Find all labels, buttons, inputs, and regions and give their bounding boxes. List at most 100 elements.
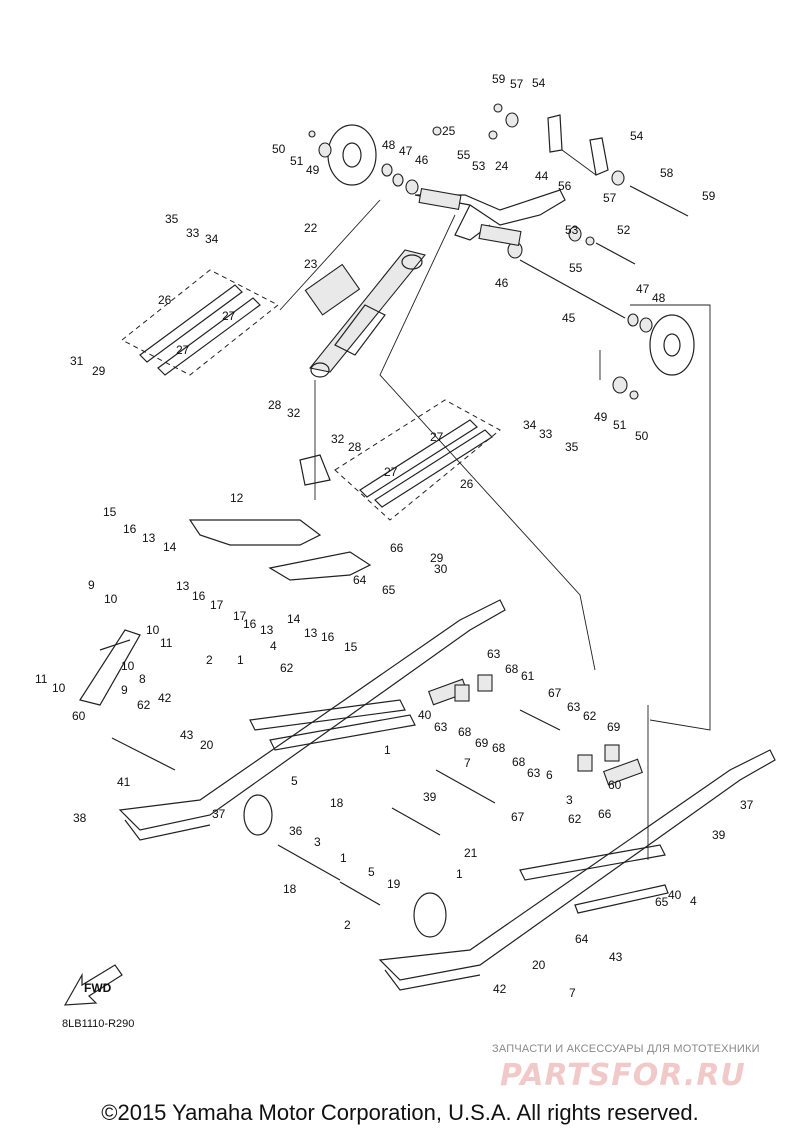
link-plates-right bbox=[334, 399, 501, 521]
callout: 57 bbox=[510, 77, 524, 91]
callout: 23 bbox=[304, 257, 318, 271]
watermark-logo: PARTSFOR.RU bbox=[500, 1058, 746, 1093]
callout: 38 bbox=[73, 811, 87, 825]
callout: 13 bbox=[176, 579, 190, 593]
callout: 60 bbox=[608, 778, 622, 792]
callout: 48 bbox=[652, 291, 666, 305]
callout: 62 bbox=[137, 698, 151, 712]
callout: 17 bbox=[210, 598, 224, 612]
callout: 66 bbox=[390, 541, 404, 555]
callout: 4 bbox=[270, 639, 277, 653]
callout: 62 bbox=[280, 661, 294, 675]
pivot-arm bbox=[188, 519, 372, 581]
callout: 1 bbox=[456, 867, 463, 881]
callout: 63 bbox=[487, 647, 501, 661]
callout: 67 bbox=[511, 810, 525, 824]
callout: 68 bbox=[505, 662, 519, 676]
callout: 40 bbox=[668, 888, 682, 902]
callout: 39 bbox=[712, 828, 726, 842]
callout: 69 bbox=[607, 720, 621, 734]
callout: 32 bbox=[331, 432, 345, 446]
callout: 3 bbox=[566, 793, 573, 807]
callout: 57 bbox=[603, 191, 617, 205]
callout: 49 bbox=[306, 163, 320, 177]
callout: 33 bbox=[539, 427, 553, 441]
callout: 15 bbox=[103, 505, 117, 519]
callout: 11 bbox=[160, 636, 173, 650]
callout: 65 bbox=[655, 895, 669, 909]
callout: 55 bbox=[457, 148, 471, 162]
callout: 64 bbox=[575, 932, 589, 946]
callout: 13 bbox=[304, 626, 318, 640]
callout: 65 bbox=[382, 583, 396, 597]
slide-rail-right bbox=[378, 749, 776, 991]
callout: 68 bbox=[512, 755, 526, 769]
callout: 7 bbox=[464, 756, 471, 770]
callout: 50 bbox=[635, 429, 649, 443]
callout: 1 bbox=[384, 743, 391, 757]
callout: 28 bbox=[348, 440, 362, 454]
callout: 10 bbox=[121, 659, 135, 673]
callout: 10 bbox=[146, 623, 160, 637]
callout: 9 bbox=[121, 683, 128, 697]
callout: 68 bbox=[492, 741, 506, 755]
callout: 36 bbox=[289, 824, 303, 838]
callout: 25 bbox=[442, 124, 456, 138]
callout: 55 bbox=[569, 261, 583, 275]
callout: 5 bbox=[368, 865, 375, 879]
callout: 34 bbox=[205, 232, 219, 246]
callout: 28 bbox=[268, 398, 282, 412]
callout: 42 bbox=[158, 691, 172, 705]
callout: 17 bbox=[233, 609, 247, 623]
link-plates-left bbox=[121, 269, 279, 376]
callout: 61 bbox=[521, 669, 535, 683]
front-arm bbox=[79, 629, 141, 706]
callout: 59 bbox=[702, 189, 716, 203]
callout: 62 bbox=[568, 812, 582, 826]
callout: 60 bbox=[72, 709, 86, 723]
wear-plates bbox=[249, 699, 669, 914]
callout: 8 bbox=[139, 672, 146, 686]
stoppers bbox=[427, 674, 644, 786]
callout: 18 bbox=[330, 796, 344, 810]
callout: 19 bbox=[387, 877, 401, 891]
callout: 51 bbox=[613, 418, 627, 432]
callout: 1 bbox=[340, 851, 347, 865]
callout: 5 bbox=[291, 774, 298, 788]
callout: 27 bbox=[222, 309, 236, 323]
callout: 47 bbox=[399, 144, 413, 158]
callout: 11 bbox=[35, 672, 48, 686]
callout: 20 bbox=[200, 738, 214, 752]
idler-wheel-right bbox=[649, 314, 695, 376]
copyright-notice: ©2015 Yamaha Motor Corporation, U.S.A. A… bbox=[101, 1100, 699, 1125]
slide-rail-left bbox=[118, 599, 506, 841]
callout: 62 bbox=[583, 709, 597, 723]
callout: 2 bbox=[206, 653, 213, 667]
callout: 41 bbox=[117, 775, 131, 789]
bushings-upper bbox=[308, 103, 653, 400]
callout: 22 bbox=[304, 221, 318, 235]
callout: 1 bbox=[237, 653, 244, 667]
callout: 43 bbox=[180, 728, 194, 742]
callout: 37 bbox=[212, 807, 226, 821]
callout: 6 bbox=[546, 768, 553, 782]
callout: 39 bbox=[423, 790, 437, 804]
callout: 35 bbox=[565, 440, 579, 454]
callout: 49 bbox=[594, 410, 608, 424]
callout: 42 bbox=[493, 982, 507, 996]
callout: 68 bbox=[458, 725, 472, 739]
callout: 34 bbox=[523, 418, 537, 432]
callout: 29 bbox=[92, 364, 106, 378]
callout: 3 bbox=[314, 835, 321, 849]
callout: 31 bbox=[70, 354, 84, 368]
callout: 12 bbox=[230, 491, 244, 505]
callout: 63 bbox=[527, 766, 541, 780]
cross-shafts bbox=[111, 709, 561, 906]
callout: 10 bbox=[104, 592, 118, 606]
fwd-label: FWD bbox=[84, 981, 112, 995]
fwd-arrow-icon: FWD bbox=[63, 964, 123, 1006]
callout: 10 bbox=[52, 681, 66, 695]
callout: 51 bbox=[290, 154, 304, 168]
callout: 16 bbox=[192, 589, 206, 603]
callout: 35 bbox=[165, 212, 179, 226]
